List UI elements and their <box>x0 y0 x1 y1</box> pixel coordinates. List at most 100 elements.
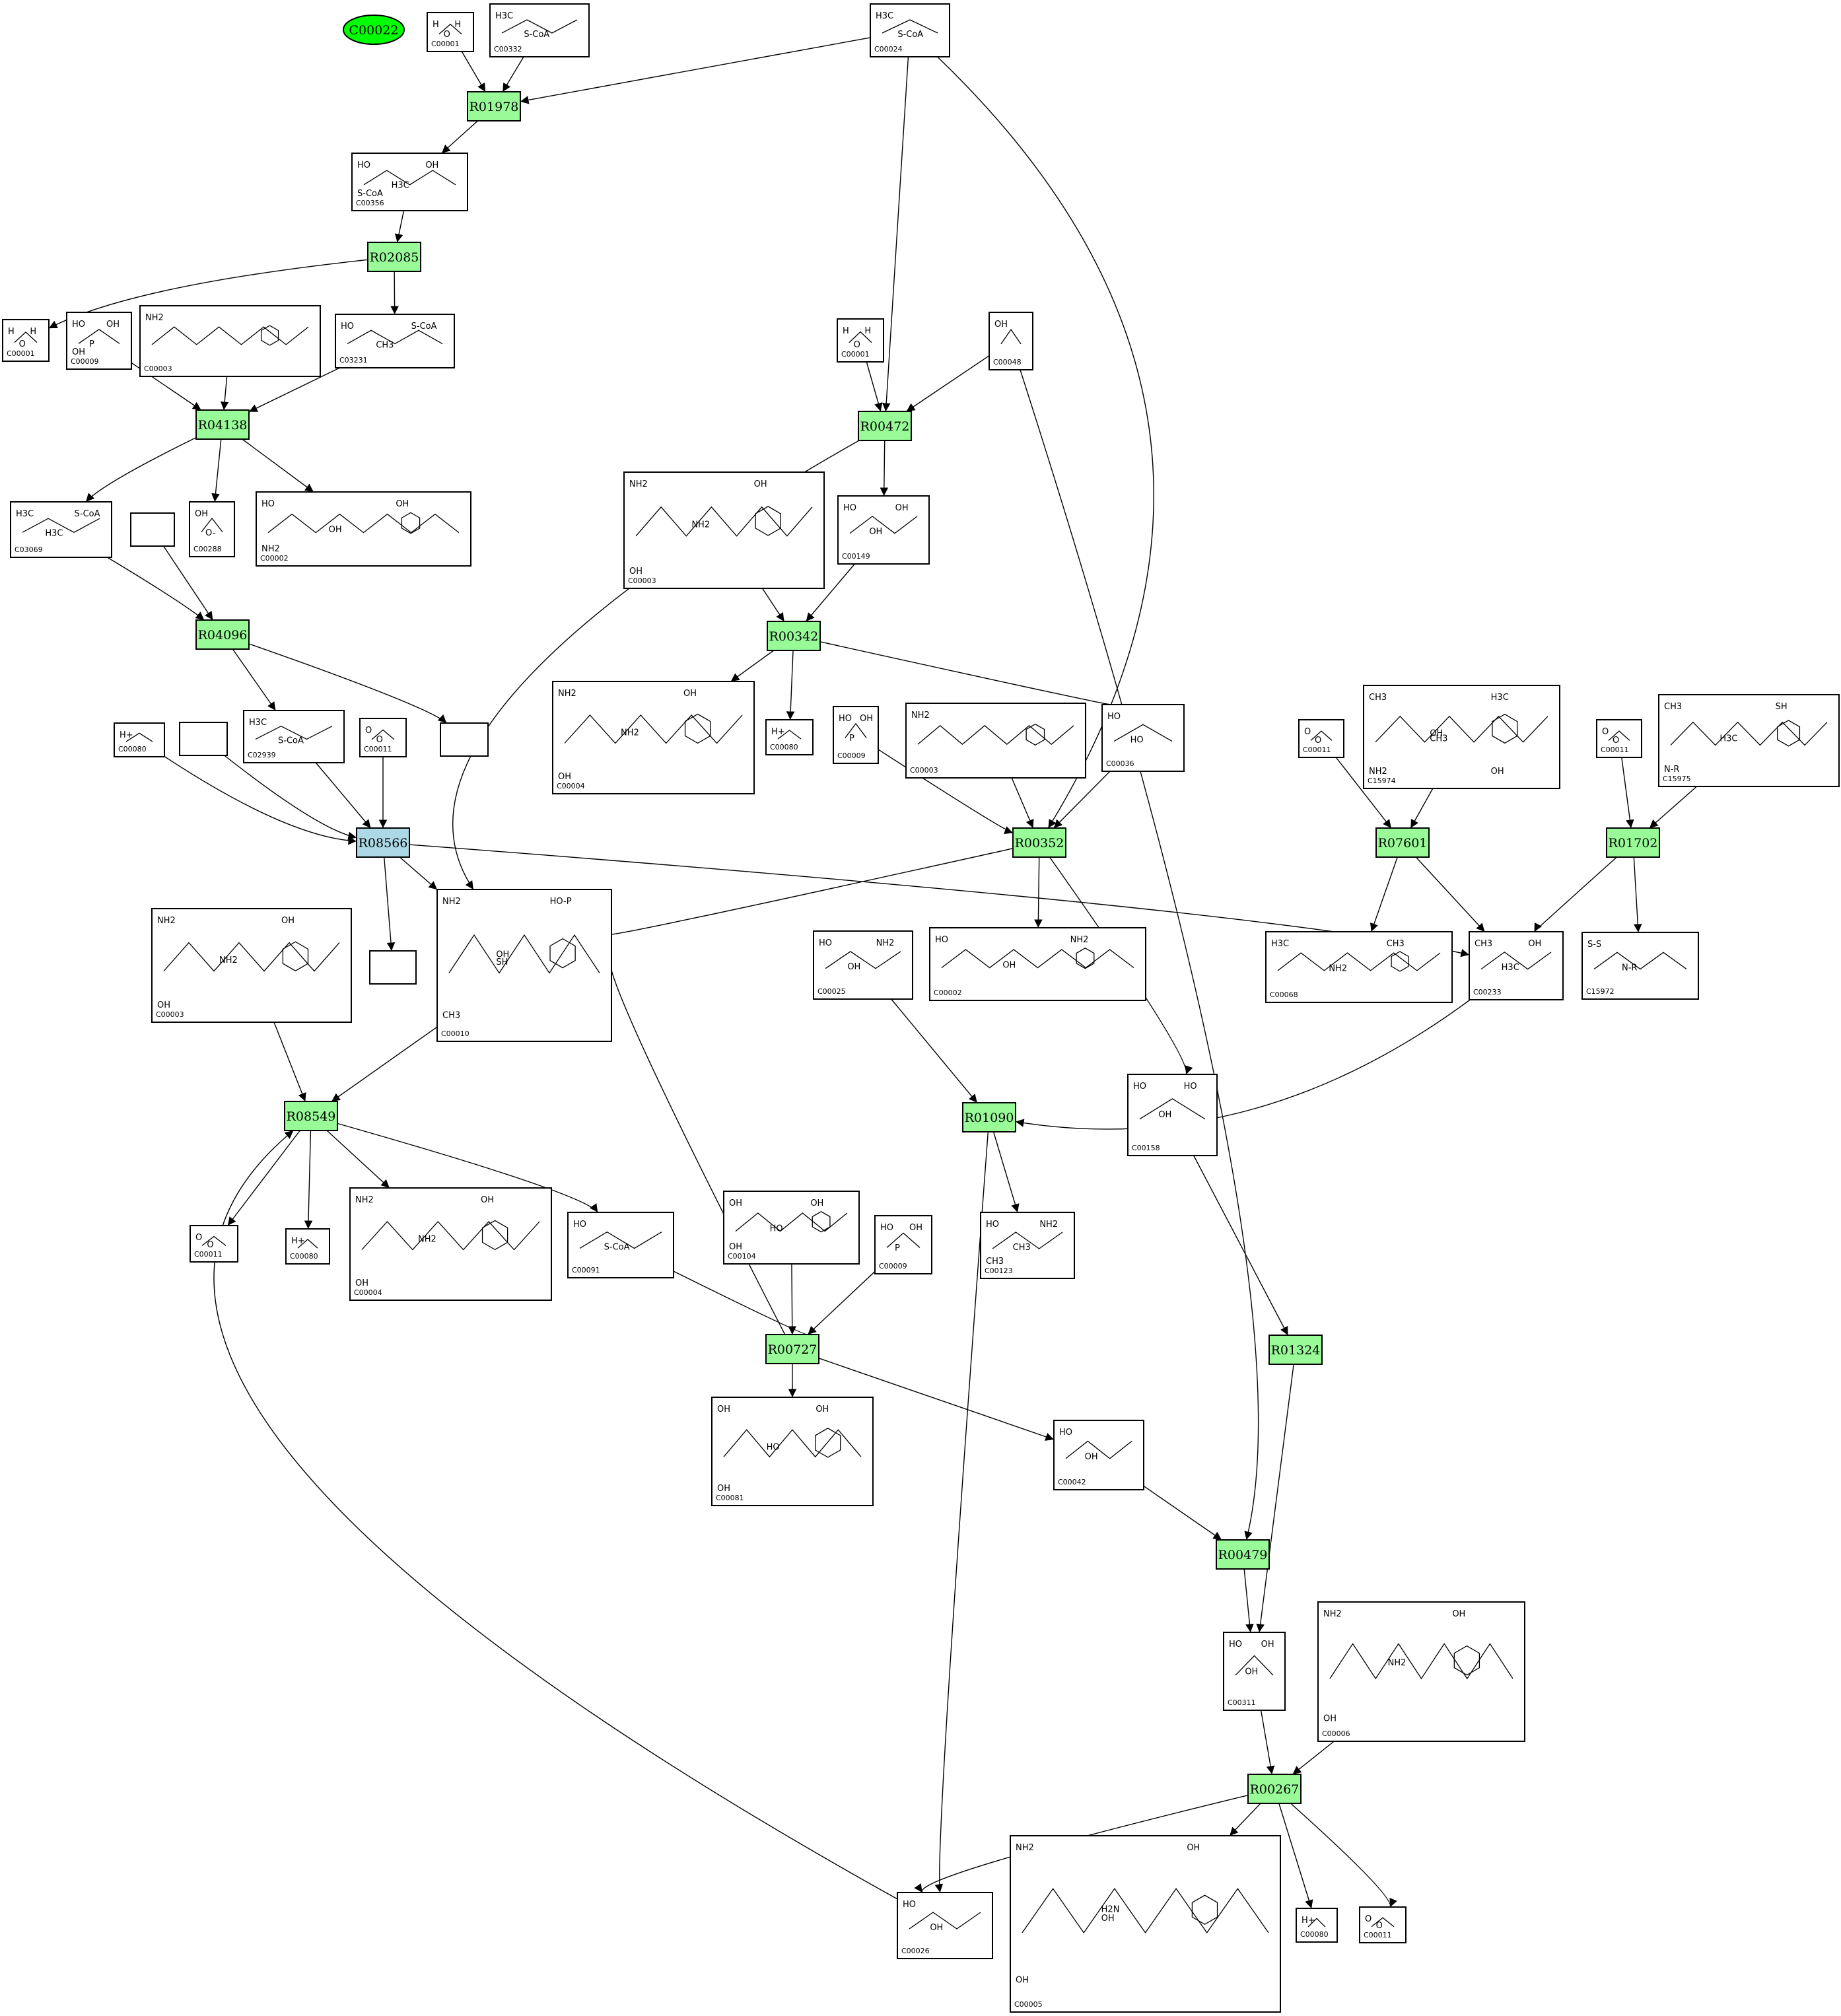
compound-box[interactable] <box>1101 704 1185 772</box>
reaction-box[interactable] <box>1606 827 1660 858</box>
compound-box[interactable] <box>190 1225 238 1263</box>
reaction-R01324[interactable]: R01324 <box>1268 1335 1323 1365</box>
compound-box[interactable] <box>1010 1835 1281 2013</box>
compound-box[interactable] <box>335 314 455 368</box>
reaction-box[interactable] <box>765 1334 819 1364</box>
reaction-R00727[interactable]: R00727 <box>765 1334 819 1364</box>
compound-box[interactable] <box>349 1187 552 1301</box>
reaction-R02085[interactable]: R02085 <box>367 242 421 272</box>
compound-box[interactable] <box>1053 1420 1144 1490</box>
compound-box[interactable] <box>1596 719 1642 758</box>
reaction-box[interactable] <box>467 91 521 122</box>
reaction-box[interactable] <box>962 1102 1016 1132</box>
highlight-compound[interactable]: C00022 <box>343 15 405 45</box>
compound-box[interactable] <box>989 312 1033 370</box>
compound-box[interactable] <box>870 3 950 57</box>
reaction-box[interactable] <box>195 409 250 440</box>
reaction-R08566[interactable]: R08566 <box>356 827 410 858</box>
reaction-box[interactable] <box>858 411 912 441</box>
compound-box[interactable] <box>1581 932 1699 1000</box>
compound-box[interactable] <box>980 1212 1075 1279</box>
compound-box[interactable] <box>427 12 474 52</box>
reaction-R07601[interactable]: R07601 <box>1375 827 1430 858</box>
compound-box[interactable] <box>623 471 825 589</box>
compound-box[interactable] <box>1296 1908 1338 1943</box>
compound-box[interactable] <box>837 318 884 363</box>
reaction-R04138[interactable]: R04138 <box>195 409 250 440</box>
reaction-R01978[interactable]: R01978 <box>467 91 521 122</box>
compound-box[interactable] <box>1317 1601 1525 1742</box>
reaction-box[interactable] <box>367 242 421 272</box>
compound-box[interactable] <box>1363 685 1560 789</box>
reaction-box[interactable] <box>767 621 821 651</box>
compound-box[interactable] <box>1359 1906 1407 1943</box>
reaction-box[interactable] <box>1247 1774 1302 1804</box>
compound-box[interactable] <box>897 1892 993 1959</box>
reaction-R04096[interactable]: R04096 <box>195 619 250 650</box>
compound-box[interactable] <box>1223 1632 1286 1711</box>
compound-C00080[interactable]: H+C00080 <box>1296 1908 1338 1943</box>
compound-box[interactable] <box>351 153 468 211</box>
reaction-R01090[interactable]: R01090 <box>962 1102 1016 1132</box>
compound-box[interactable] <box>1658 694 1840 787</box>
compound-box[interactable] <box>837 495 930 565</box>
reaction-box[interactable] <box>1012 827 1066 858</box>
compound-box[interactable] <box>189 501 235 557</box>
compound-box[interactable] <box>1298 719 1344 758</box>
compound-box[interactable] <box>723 1191 860 1265</box>
empty-compound-box[interactable] <box>130 512 175 547</box>
compound-box[interactable] <box>66 312 132 370</box>
compound-box[interactable] <box>929 927 1146 1001</box>
compound-C00080[interactable]: H+C00080 <box>285 1228 330 1265</box>
compound-box[interactable] <box>765 719 814 755</box>
empty-compound-box[interactable] <box>369 950 417 985</box>
reaction-box[interactable] <box>284 1101 338 1131</box>
empty-compound-box[interactable] <box>440 722 489 757</box>
compound-box[interactable] <box>1127 1074 1218 1156</box>
compound-box[interactable] <box>256 491 471 567</box>
reaction-R00267[interactable]: R00267 <box>1247 1774 1302 1804</box>
compound-box[interactable] <box>359 718 407 757</box>
reaction-R00472[interactable]: R00472 <box>858 411 912 441</box>
compound-box[interactable] <box>1469 931 1564 1000</box>
reaction-box[interactable] <box>1375 827 1430 858</box>
